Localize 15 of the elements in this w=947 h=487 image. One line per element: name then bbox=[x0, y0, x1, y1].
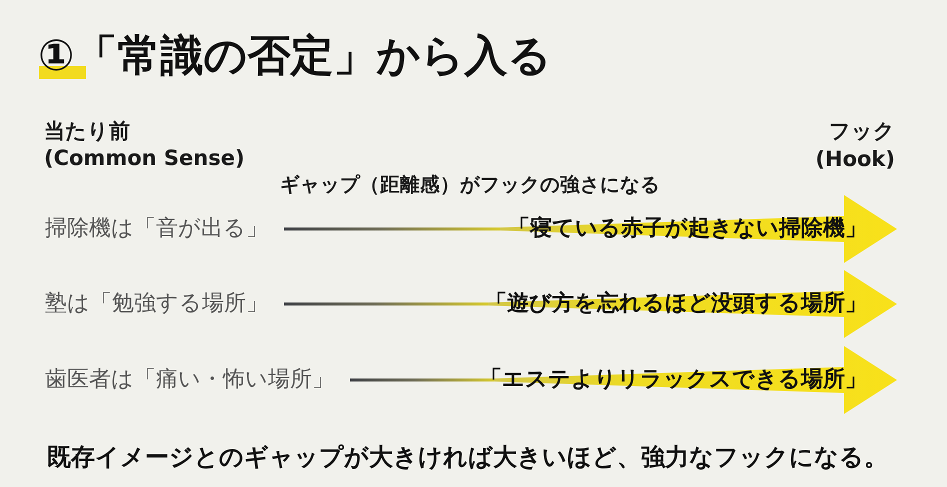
connector-line bbox=[284, 302, 488, 306]
column-heading: 当たり前 bbox=[44, 119, 130, 145]
gap-note: ギャップ（距離感）がフックの強さになる bbox=[280, 173, 660, 197]
conclusion-text: 既存イメージとのギャップが大きければ大きいほど、強力なフックになる。 bbox=[47, 442, 888, 472]
pointed-banner bbox=[500, 195, 897, 263]
premise-text: 歯医者は「痛い・怖い場所」 bbox=[45, 366, 334, 394]
pointed-banner bbox=[494, 346, 897, 414]
column-subheading: (Common Sense) bbox=[44, 146, 245, 172]
premise-text: 塾は「勉強する場所」 bbox=[45, 290, 268, 318]
column-subheading: (Hook) bbox=[815, 147, 895, 173]
premise-text: 掃除機は「音が出る」 bbox=[45, 216, 268, 242]
connector-line bbox=[284, 228, 500, 230]
column-heading: フック bbox=[829, 119, 895, 145]
pointed-banner bbox=[488, 270, 897, 338]
connector-line bbox=[350, 378, 494, 382]
